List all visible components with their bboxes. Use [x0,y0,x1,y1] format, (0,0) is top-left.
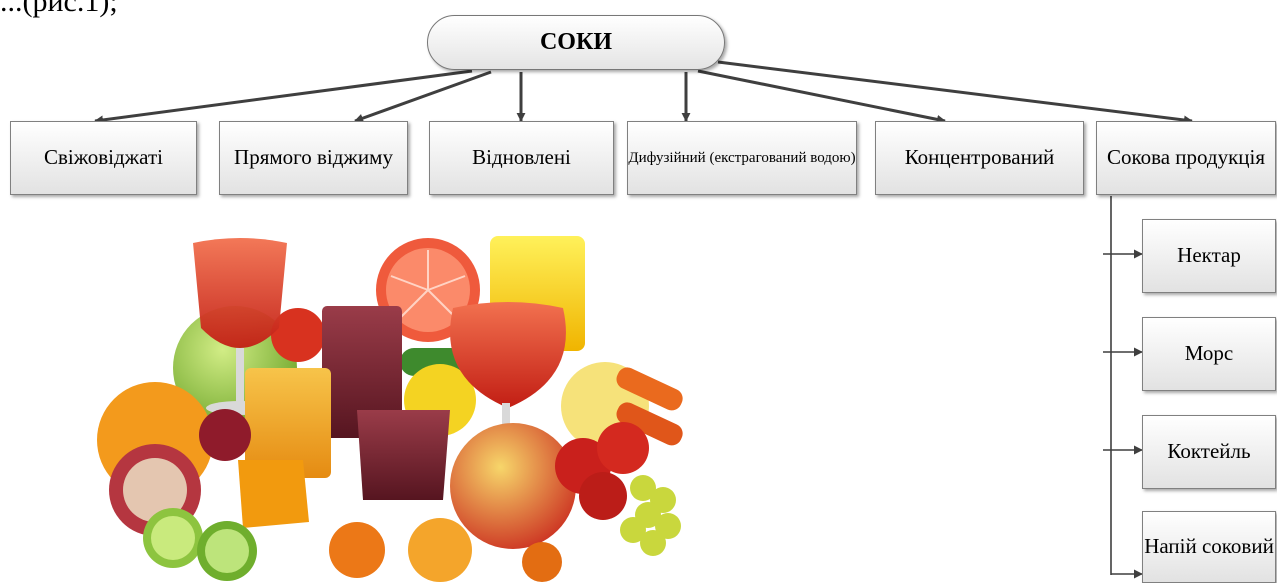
category-juice-products: Сокова продукція [1096,121,1276,195]
root-node-juices: СОКИ [427,15,725,70]
category-reconstituted: Відновлені [429,121,614,195]
intro-text-fragment: ...(рис.1); [0,0,118,18]
category-concentrated: Концентрований [875,121,1084,195]
product-cocktail: Коктейль [1142,415,1276,489]
product-nectar: Нектар [1142,219,1276,293]
fruit-juices-photo [97,236,683,582]
category-fresh: Свіжовіджаті [10,121,197,195]
product-mors: Морс [1142,317,1276,391]
arrow-to-direct [354,70,492,123]
product-juice-drink: Напій соковий [1142,511,1276,583]
arrow-to-fresh [94,69,473,125]
category-diffusion: Дифузійний (екстрагований водою) [627,121,857,195]
arrow-to-juice-products [717,60,1193,125]
category-direct: Прямого віджиму [219,121,408,195]
arrow-to-concentrated [697,69,946,124]
